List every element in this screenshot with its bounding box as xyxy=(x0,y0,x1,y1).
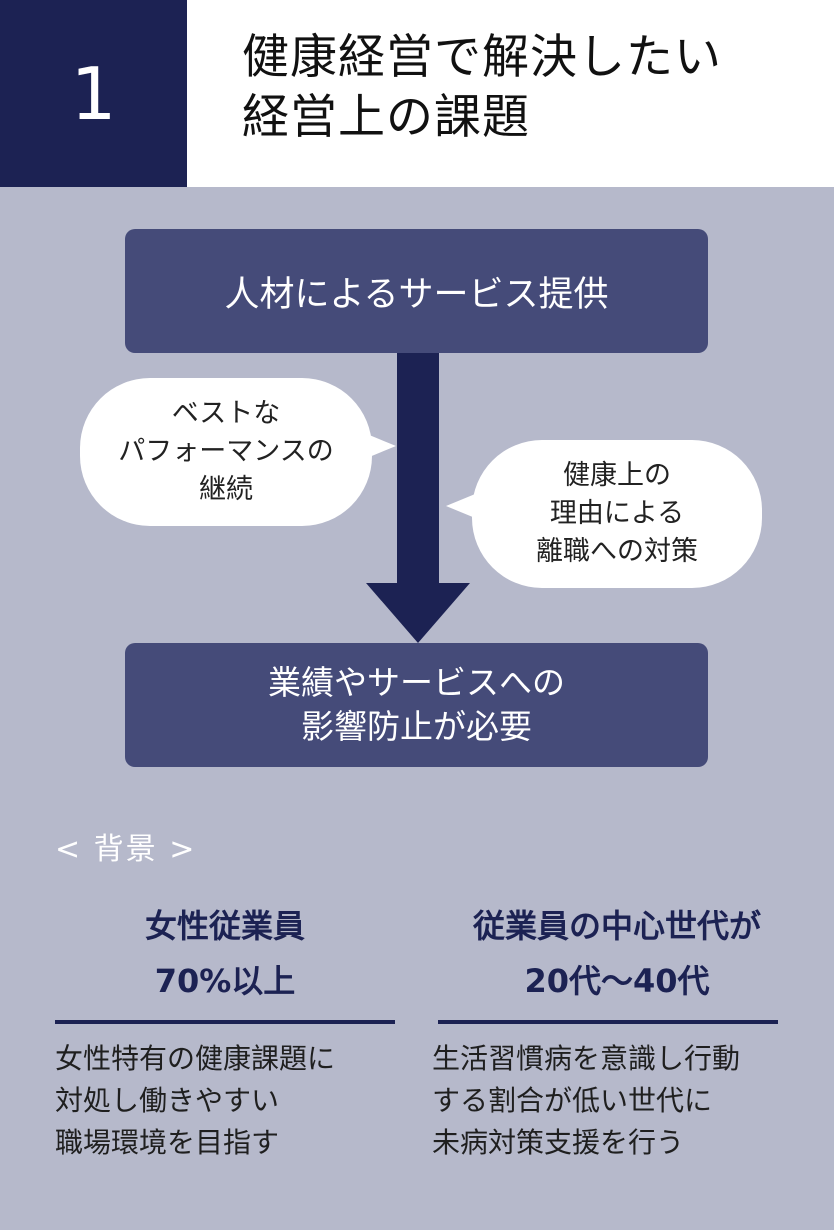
bubble-right-line-1: 健康上の xyxy=(563,460,671,491)
flow-arrow-shaft xyxy=(397,353,439,593)
flow-bottom-box-line-1: 業績やサービスへの xyxy=(268,663,565,702)
right-divider xyxy=(438,1020,778,1024)
speech-bubble-right-tail xyxy=(446,492,480,520)
background-label: < 背景 > xyxy=(55,832,197,867)
left-divider xyxy=(55,1020,395,1024)
bubble-left-line-2: パフォーマンスの xyxy=(118,436,334,467)
bubble-right-line-2: 理由による xyxy=(549,498,685,529)
flow-top-box-label: 人材によるサービス提供 xyxy=(224,274,609,315)
left-body-line-2: 対処し働きやすい xyxy=(55,1084,280,1117)
right-body-line-1: 生活習慣病を意識し行動 xyxy=(432,1042,741,1075)
bubble-left-line-1: ベストな xyxy=(171,398,281,429)
bubble-left-line-3: 継続 xyxy=(199,474,253,505)
right-body-line-3: 未病対策支援を行う xyxy=(432,1126,685,1159)
left-heading-line-1: 女性従業員 xyxy=(144,907,305,945)
right-body-line-2: する割合が低い世代に xyxy=(432,1084,713,1117)
right-heading-line-1: 従業員の中心世代が xyxy=(472,907,761,945)
flow-bottom-box: 業績やサービスへの 影響防止が必要 xyxy=(125,643,708,767)
left-heading-line-2: 70%以上 xyxy=(154,962,296,1000)
flow-arrow-head xyxy=(366,583,470,643)
background-right-heading: 従業員の中心世代が 20代〜40代 xyxy=(432,899,802,1009)
page-title: 健康経営で解決したい 経営上の課題 xyxy=(242,28,822,148)
section-number: 1 xyxy=(70,51,117,136)
page-title-line-1: 健康経営で解決したい xyxy=(242,30,722,85)
page-title-line-2: 経営上の課題 xyxy=(242,90,530,145)
bubble-right-line-3: 離職への対策 xyxy=(536,536,698,567)
speech-bubble-right: 健康上の 理由による 離職への対策 xyxy=(472,440,762,588)
left-body-line-3: 職場環境を目指す xyxy=(55,1126,280,1159)
speech-bubble-left: ベストな パフォーマンスの 継続 xyxy=(80,378,372,526)
background-left-body: 女性特有の健康課題に 対処し働きやすい 職場環境を目指す xyxy=(55,1038,335,1164)
header-number-block: 1 xyxy=(0,0,187,187)
background-left-heading: 女性従業員 70%以上 xyxy=(55,899,395,1009)
speech-bubble-left-tail xyxy=(362,432,396,460)
flow-top-box: 人材によるサービス提供 xyxy=(125,229,708,353)
right-heading-line-2: 20代〜40代 xyxy=(524,962,710,1000)
flow-bottom-box-line-2: 影響防止が必要 xyxy=(301,707,532,746)
left-body-line-1: 女性特有の健康課題に xyxy=(55,1042,336,1075)
background-right-body: 生活習慣病を意識し行動 する割合が低い世代に 未病対策支援を行う xyxy=(432,1038,740,1164)
